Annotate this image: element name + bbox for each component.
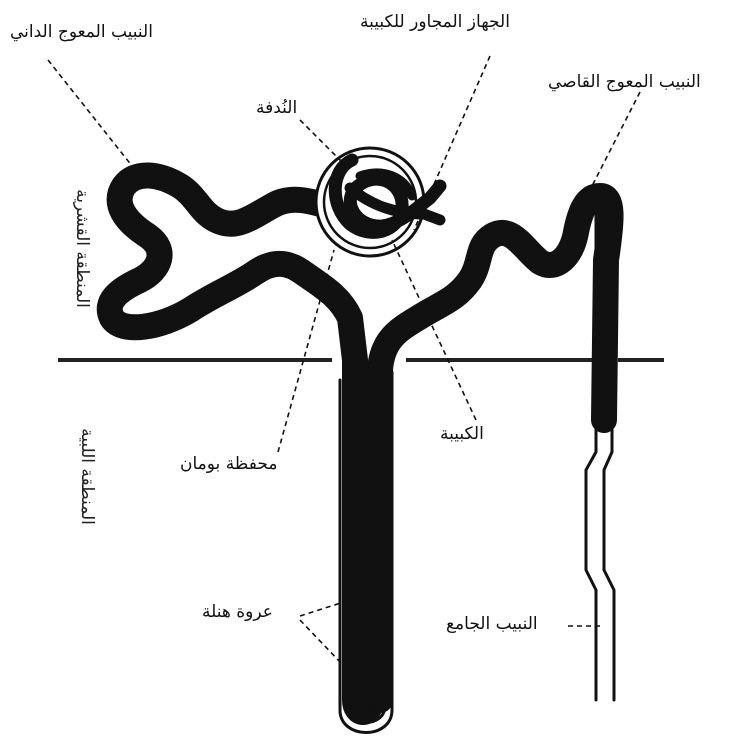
label-distal-tubule: النبيب المعوج القاصي — [548, 74, 701, 91]
label-afferent: النُدفة — [256, 100, 297, 117]
proximal-convoluted-tubule — [110, 175, 374, 712]
label-proximal-tubule: النبيب المعوج الداني — [10, 24, 153, 41]
zone-label-medulla: المنطقة اللبية — [78, 428, 95, 525]
label-juxtaglomerular-apparatus: الجهاز المجاور للكبيبة — [360, 14, 510, 31]
label-collecting-duct: النبيب الجامع — [446, 616, 538, 633]
label-bowman-capsule: محفظة بومان — [180, 456, 277, 473]
label-loop-of-henle: عروة هنلة — [202, 604, 273, 621]
zone-label-cortex: المنطقة القشرية — [73, 189, 90, 308]
label-glomerulus: الكبيبة — [440, 426, 484, 443]
